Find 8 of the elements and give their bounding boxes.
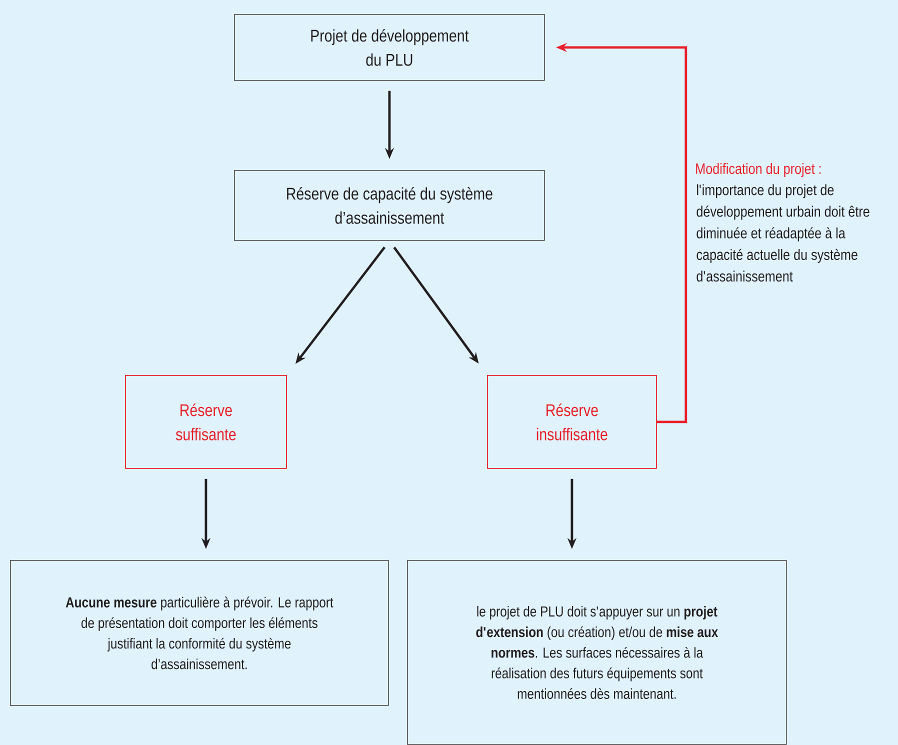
process-box: Réserve de capacité du système d’assainissement [234, 170, 545, 241]
description-box: le projet de PLU doit s'appuyer sur un projet d'extension (ou création) et/ou de mise aux normes. Les surfaces nécessaires à la réalisation des futurs équipements sont mentionnées dès maintenant. [407, 560, 787, 745]
process-box: Projet de développement du PLU [234, 14, 545, 81]
note-text: l'importance du projet de développement urbain doit être diminuée et réadaptée à la capacité actuelle du système d'assainissement [696, 184, 870, 282]
outcome-box: Réserve suffisante [125, 375, 287, 469]
edge-label: Modification du projet : [694, 162, 823, 178]
outcome-box: Réserve insuffisante [487, 375, 657, 469]
description-box: Aucune mesure particulière à prévoir. Le rapport de présentation doit comporter les éléments justifiant la conformité du système d’assainissement. [10, 560, 389, 706]
